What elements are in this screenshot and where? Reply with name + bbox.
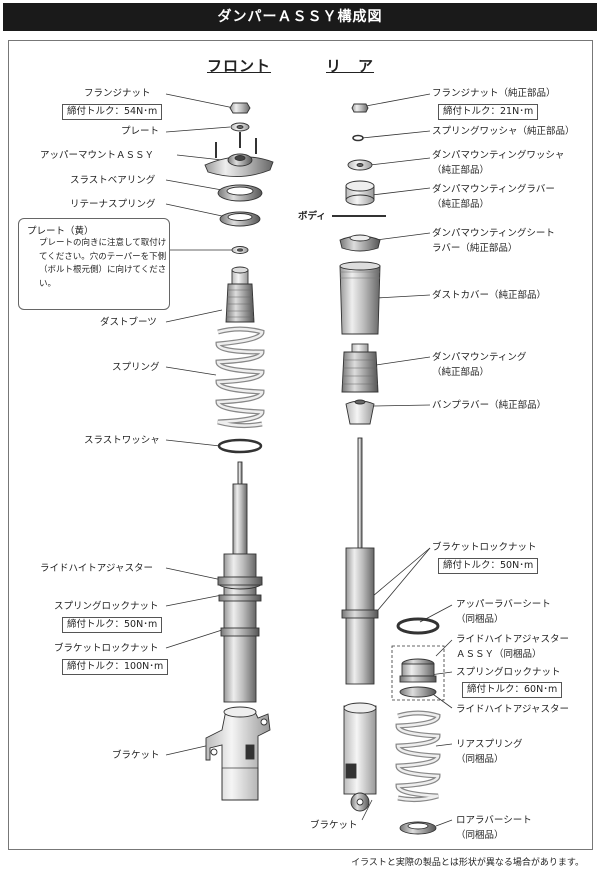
front-ride-height-adjuster-label: ライドハイトアジャスター — [40, 563, 153, 574]
rear-mounting-label: ダンパマウンティング — [432, 352, 527, 363]
front-thrust-washer-label: スラストワッシャ — [84, 435, 160, 446]
rear-rha-assy-label: ライドハイトアジャスター — [456, 634, 569, 645]
rear-spring-sub: （同梱品） — [456, 754, 504, 765]
front-flange-torque: 締付トルク：54N･m — [62, 104, 163, 120]
rear-lower-rubber-seat-label: ロアラバーシート — [456, 815, 532, 826]
rear-damper — [332, 103, 445, 835]
plate-note-box: プレート（黄） プレートの向きに注意して取付けてください。穴のテーパーを下側（ボ… — [18, 218, 170, 310]
rear-spring-lock-torque: 締付トルク：60N･m — [462, 682, 563, 698]
plate-note-title: プレート（黄） — [27, 226, 94, 237]
rear-dust-cover-label: ダストカバー（純正部品） — [432, 290, 547, 301]
plate-note-text: プレートの向きに注意して取付けてください。穴のテーパーを下側（ボルト根元側）に向… — [39, 238, 167, 289]
rear-spring-washer-label: スプリングワッシャ（純正部品） — [432, 126, 575, 137]
leader-lines — [165, 93, 453, 827]
front-upper-mount-label: アッパーマウントＡＳＳＹ — [40, 150, 155, 161]
body-label: ボディ — [298, 211, 326, 222]
rear-mount-rubber-label: ダンパマウンティングラバー — [432, 184, 555, 195]
rear-rha-assy-sub: ＡＳＳＹ（同梱品） — [456, 649, 542, 660]
rear-lower-rubber-seat-sub: （同梱品） — [456, 830, 504, 841]
rear-seat-rubber-sub: ラバー（純正部品） — [432, 243, 518, 254]
rear-flange-nut-label: フランジナット（純正部品） — [432, 88, 556, 99]
front-thrust-bearing-label: スラストベアリング — [70, 175, 156, 186]
front-strut — [204, 102, 274, 801]
diagram-frame — [8, 40, 593, 850]
rear-ride-height-adjuster-label: ライドハイトアジャスター — [456, 704, 569, 715]
front-dust-boot-label: ダストブーツ — [100, 317, 157, 328]
front-bracket-lock-nut-label: ブラケットロックナット — [54, 643, 159, 654]
rear-bracket-lock-torque: 締付トルク：50N･m — [438, 558, 539, 574]
rear-spring-lock-nut-label: スプリングロックナット — [456, 667, 561, 678]
rear-spring-label: リアスプリング — [456, 739, 523, 750]
rear-bracket-lock-nut-label: ブラケットロックナット — [432, 542, 537, 553]
front-plate-label: プレート — [121, 126, 160, 137]
front-spring-label: スプリング — [112, 362, 160, 373]
rear-mounting-sub: （純正部品） — [432, 367, 490, 378]
rear-upper-rubber-seat-sub: （同梱品） — [456, 614, 504, 625]
rear-upper-rubber-seat-label: アッパーラバーシート — [456, 599, 551, 610]
rear-mount-washer-label: ダンパマウンティングワッシャ — [432, 150, 565, 161]
rear-mount-rubber-sub: （純正部品） — [432, 199, 490, 210]
heading-rear: リ ア — [326, 57, 375, 75]
rear-seat-rubber-label: ダンパマウンティングシート — [432, 228, 555, 239]
front-spring-lock-nut-label: スプリングロックナット — [54, 601, 159, 612]
front-spring-lock-torque: 締付トルク：50N･m — [62, 617, 163, 633]
heading-front: フロント — [207, 57, 272, 75]
disclaimer-footer: イラストと実際の製品とは形状が異なる場合があります。 — [351, 858, 584, 868]
rear-bracket-label: ブラケット — [310, 820, 358, 831]
front-retainer-spring-label: リテーナスプリング — [70, 199, 156, 210]
rear-flange-torque: 締付トルク：21N･m — [438, 104, 539, 120]
front-flange-nut-label: フランジナット — [84, 88, 151, 99]
title-banner: ダンパーＡＳＳＹ構成図 — [3, 3, 597, 31]
rear-mount-washer-sub: （純正部品） — [432, 165, 490, 176]
rear-bump-rubber-label: バンプラバー（純正部品） — [432, 400, 547, 411]
front-bracket-label: ブラケット — [112, 750, 160, 761]
front-bracket-lock-torque: 締付トルク：100N･m — [62, 659, 169, 675]
